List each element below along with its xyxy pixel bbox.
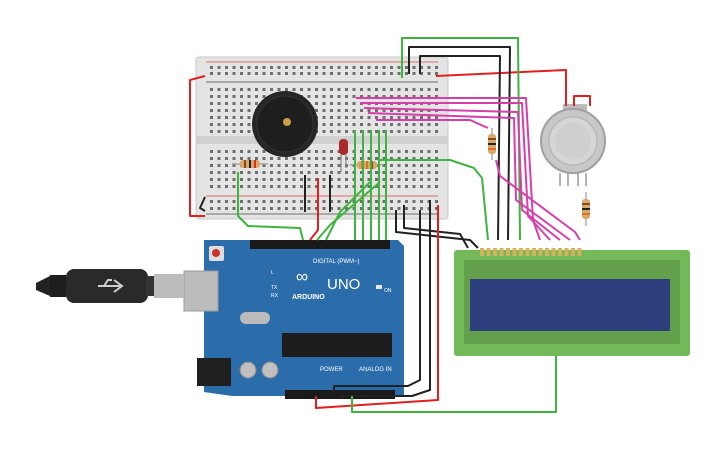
wires — [189, 37, 591, 413]
resistor-1 — [232, 160, 268, 168]
rx-led-label: RX — [271, 293, 279, 299]
arduino-uno: ∞ ARDUINO UNO DIGITAL (PWM~) POWER ANALO… — [183, 240, 404, 399]
arduino-model-label: UNO — [327, 276, 360, 293]
red-led — [339, 139, 348, 172]
arduino-brand-label: ARDUINO — [292, 294, 325, 301]
power-pins-label: POWER — [320, 367, 343, 373]
arduino-infinity-icon: ∞ — [296, 267, 308, 286]
resistor-3 — [488, 128, 496, 160]
lcd-display — [454, 248, 690, 356]
breadboard-holes — [210, 66, 438, 210]
gas-sensor — [540, 104, 606, 186]
usb-cable-icon — [36, 269, 184, 303]
l-led-label: L — [271, 270, 274, 276]
analog-pins-label: ANALOG IN — [359, 367, 392, 373]
on-led-label: ON — [384, 288, 392, 294]
breadboard — [195, 56, 449, 220]
tx-led-label: TX — [271, 285, 278, 291]
buzzer — [252, 91, 318, 157]
digital-pins-label: DIGITAL (PWM~) — [313, 259, 360, 265]
lcd-header-pins — [480, 248, 582, 256]
resistor-4 — [582, 192, 590, 226]
